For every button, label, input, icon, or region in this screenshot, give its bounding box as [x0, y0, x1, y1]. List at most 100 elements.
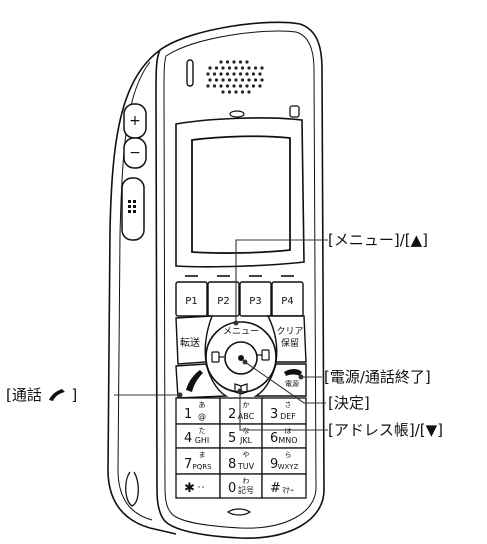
speaker-hole	[251, 72, 256, 76]
key-letters: JKL	[239, 436, 253, 445]
key-kana: は	[285, 427, 292, 435]
speaker-hole	[219, 84, 223, 88]
speaker-hole	[225, 84, 230, 88]
sensor-icon	[289, 105, 300, 118]
speaker-hole	[240, 66, 245, 70]
p-key-label: P2	[217, 296, 229, 307]
speaker-hole	[227, 78, 232, 82]
speaker-hole	[221, 90, 225, 94]
speaker-grille	[206, 60, 264, 94]
speaker-hole	[225, 60, 230, 64]
leader-menu-up	[235, 239, 328, 322]
speaker-hole	[208, 78, 212, 82]
key-number: ✱	[184, 481, 195, 496]
key-number: #	[270, 481, 281, 496]
callout-call-close: ]	[71, 386, 78, 404]
speaker-hole	[247, 66, 251, 70]
leader-dot-call	[177, 392, 183, 398]
speaker-hole	[234, 90, 238, 94]
end-key-handset-icon	[284, 369, 302, 376]
key-kana: わ	[243, 477, 250, 485]
speaker-hole	[232, 60, 236, 64]
phone-side-inner	[117, 61, 153, 521]
speaker-hole	[219, 72, 223, 76]
speaker-hole	[260, 78, 264, 82]
key-letters: GHI	[195, 436, 210, 445]
key-kana: な	[243, 427, 250, 435]
key-letters: 記号	[238, 485, 254, 495]
speaker-hole	[247, 90, 251, 94]
number-key-4[interactable]	[175, 423, 221, 449]
p-key-2[interactable]	[207, 281, 240, 317]
leader-dot-address	[237, 388, 243, 394]
display-screen	[191, 135, 291, 254]
speaker-hole	[234, 66, 238, 70]
key-letters: TUV	[237, 462, 255, 471]
speaker-hole	[227, 66, 232, 70]
star-key[interactable]	[175, 473, 221, 499]
p-key-label: P4	[281, 296, 293, 307]
volume-up-icon: +	[129, 113, 141, 129]
phone-side-edge	[107, 49, 177, 535]
speaker-hole	[206, 72, 210, 76]
speaker-hole	[253, 66, 258, 70]
hash-key[interactable]	[261, 473, 307, 499]
antenna-slot	[186, 59, 194, 87]
leader-dot-enter	[242, 359, 248, 365]
clear-hold-key[interactable]	[266, 315, 307, 363]
volume-down-button[interactable]	[123, 137, 147, 169]
speaker-hole	[238, 60, 243, 64]
key-letters: PQRS	[192, 463, 212, 471]
speaker-hole	[214, 78, 219, 82]
speaker-hole	[212, 84, 217, 88]
side-speaker-icon	[128, 200, 136, 213]
callout-enter: [決定]	[328, 394, 370, 412]
microphone-slot	[226, 508, 252, 516]
clear-key-label: クリア	[276, 326, 303, 337]
speaker-hole	[234, 78, 238, 82]
speaker-hole	[232, 84, 236, 88]
speaker-hole	[227, 90, 232, 94]
phone-body-inner	[163, 30, 317, 529]
speaker-hole	[214, 66, 219, 70]
speaker-hole	[221, 78, 225, 82]
volume-down-icon: −	[129, 145, 141, 161]
speaker-hole	[245, 84, 249, 88]
callout-call: [通話 ]	[6, 386, 77, 404]
speaker-hole	[251, 84, 256, 88]
key-number: 7	[184, 457, 192, 472]
speaker-hole	[212, 72, 217, 76]
callout-call-handset-icon	[48, 389, 65, 401]
leader-dot-power	[298, 374, 304, 380]
callout-power-end: [電源/通話終了]	[324, 368, 431, 386]
key-number: 2	[228, 407, 236, 422]
callout-menu-up: [メニュー]/[▲]	[328, 231, 428, 249]
p-key-3[interactable]	[239, 281, 272, 317]
speaker-hole	[219, 60, 223, 64]
key-number: 9	[270, 457, 278, 472]
p-key-1[interactable]	[175, 281, 208, 317]
key-kana: や	[243, 451, 250, 459]
key-letters: ﾞﾟ	[198, 486, 206, 495]
speaker-hole	[245, 72, 249, 76]
number-key-5[interactable]	[219, 423, 263, 449]
left-softkey-icon	[211, 351, 224, 363]
leader-dot-menu	[233, 320, 239, 326]
key-letters: ﾏﾅｰ	[282, 486, 294, 495]
speaker-hole	[240, 78, 245, 82]
speaker-hole	[245, 60, 249, 64]
key-number: 0	[228, 481, 236, 496]
speaker-hole	[221, 66, 225, 70]
leader-enter	[244, 361, 326, 404]
callout-call-text: [通話	[6, 386, 42, 404]
speaker-hole	[258, 72, 262, 76]
enter-key-dot	[238, 355, 244, 361]
speaker-hole	[253, 78, 258, 82]
menu-key-label: メニュー	[223, 327, 259, 337]
speaker-hole	[208, 66, 212, 70]
speaker-hole	[238, 72, 243, 76]
speaker-hole	[240, 90, 245, 94]
side-speaker-button[interactable]	[121, 177, 145, 241]
leader-address-down	[239, 392, 328, 431]
